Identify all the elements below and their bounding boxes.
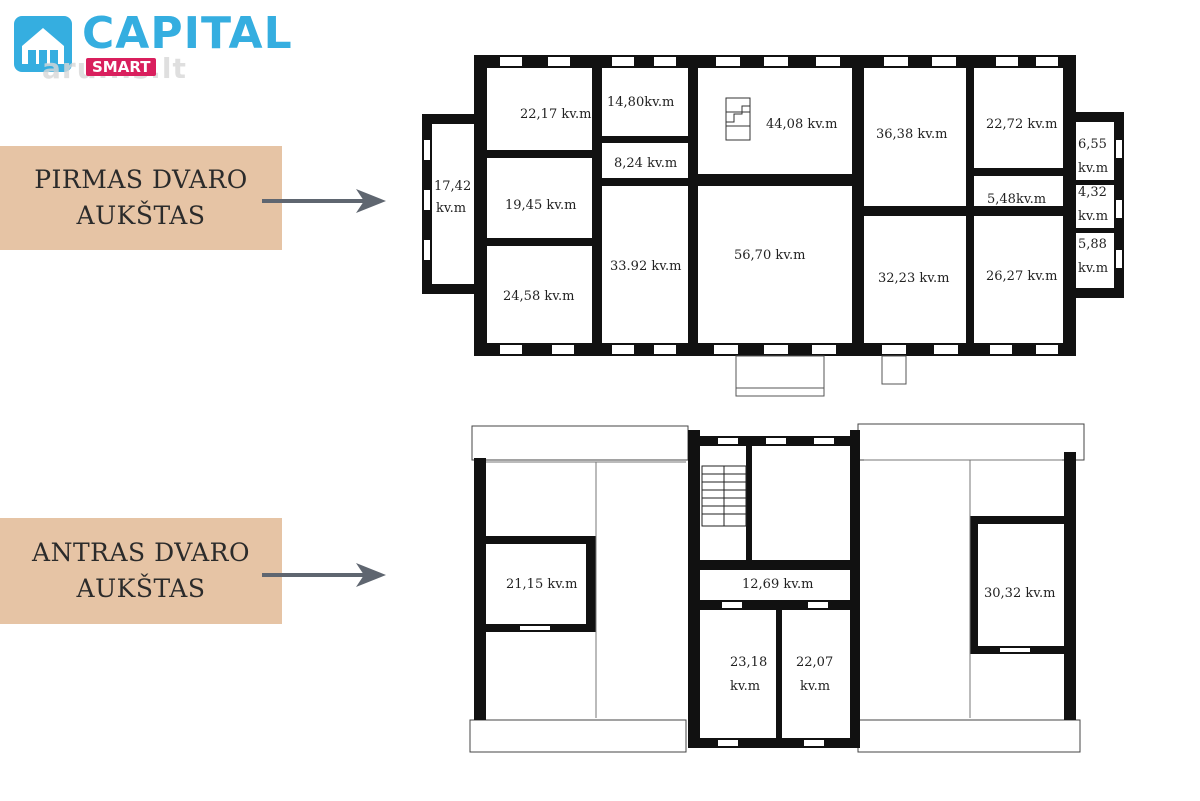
room-area-label: 23,18 [730, 655, 767, 670]
room-area-label: kv.m [730, 679, 760, 694]
second-floor-windows [520, 438, 1030, 746]
house-logo-icon [14, 16, 72, 72]
floor-label-first: PIRMAS DVARO AUKŠTAS [0, 146, 282, 250]
logo-brand-text: CAPITAL [82, 8, 293, 59]
logo-sub-text: SMART [86, 58, 157, 76]
room-area-label: 5,88 [1078, 237, 1107, 252]
arrow-right-icon [262, 563, 386, 587]
room-area-label: 17,42 [434, 179, 471, 194]
floor-label-line: ANTRAS DVARO [32, 538, 250, 567]
stairs-first-floor [725, 97, 751, 141]
capital-smart-logo: aru...s.lt CAPITAL SMART [14, 8, 292, 85]
room-area-label: 12,69 kv.m [742, 577, 814, 592]
room-area-label: 22,72 kv.m [986, 117, 1058, 132]
room-area-label: 36,38 kv.m [876, 127, 948, 142]
room-area-label: 4,32 [1078, 185, 1107, 200]
room-area-label: 56,70 kv.m [734, 248, 806, 263]
room-area-label: kv.m [1078, 261, 1108, 276]
first-floor-windows [424, 57, 1122, 354]
room-area-label: 5,48kv.m [987, 192, 1046, 207]
room-area-label: 24,58 kv.m [503, 289, 575, 304]
entrance-steps [735, 355, 907, 397]
arrow-right-icon [262, 189, 386, 213]
floor-label-line: PIRMAS DVARO [34, 165, 248, 194]
room-area-label: 21,15 kv.m [506, 577, 578, 592]
room-area-label: kv.m [436, 201, 466, 216]
stairs-second-floor [701, 465, 747, 527]
floor-label-line: AUKŠTAS [76, 201, 206, 230]
room-area-label: 19,45 kv.m [505, 198, 577, 213]
room-area-label: 26,27 kv.m [986, 269, 1058, 284]
room-area-label: kv.m [1078, 161, 1108, 176]
room-area-label: 8,24 kv.m [614, 156, 677, 171]
second-floor-thin-walls [486, 459, 1062, 718]
room-area-label: 44,08 kv.m [766, 117, 838, 132]
room-area-label: kv.m [1078, 209, 1108, 224]
floor-label-line: AUKŠTAS [76, 574, 206, 603]
room-area-label: 6,55 [1078, 137, 1107, 152]
room-area-label: 32,23 kv.m [878, 271, 950, 286]
room-area-label: 30,32 kv.m [984, 586, 1056, 601]
room-area-label: kv.m [800, 679, 830, 694]
floor-label-second: ANTRAS DVARO AUKŠTAS [0, 518, 282, 624]
room-area-label: 33.92 kv.m [610, 259, 682, 274]
room-area-label: 22,17 kv.m [520, 107, 592, 122]
room-area-label: 14,80kv.m [607, 95, 674, 110]
room-area-label: 22,07 [796, 655, 833, 670]
